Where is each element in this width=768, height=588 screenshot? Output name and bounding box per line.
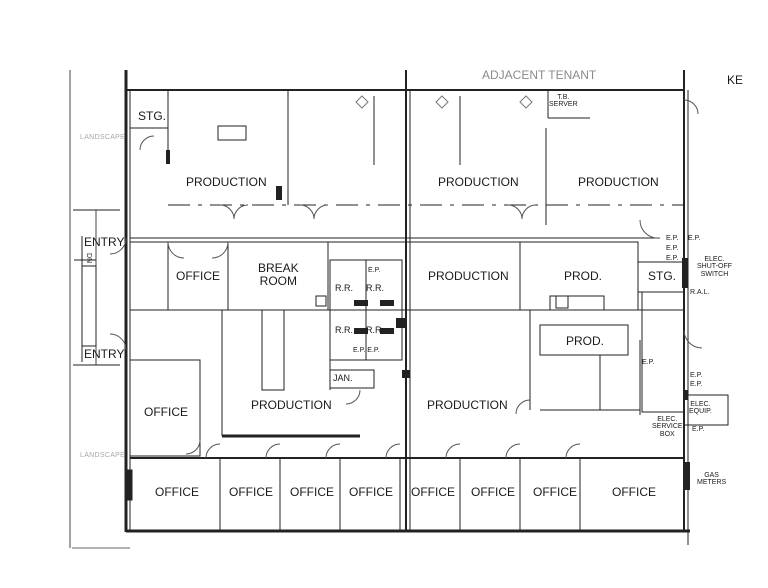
room-jan: JAN.	[333, 373, 353, 383]
ep-right-5: E.P.	[690, 372, 703, 379]
room-stg-top-left: STG.	[138, 109, 167, 123]
room-office-bottom-7: OFFICE	[533, 485, 577, 499]
gas-meters: GAS METERS	[697, 472, 727, 487]
room-break-room: BREAK ROOM	[258, 261, 299, 288]
room-production-top-mid: PRODUCTION	[438, 175, 519, 189]
room-office-bottom-1: OFFICE	[155, 485, 199, 499]
room-production-mid: PRODUCTION	[428, 269, 509, 283]
entry-label-top: ENTRY	[84, 235, 125, 249]
room-office-bottom-3: OFFICE	[290, 485, 334, 499]
adjacent-tenant-label: ADJACENT TENANT	[482, 68, 597, 82]
elec-equip: ELEC. EQUIP.	[689, 401, 712, 416]
room-office-left: OFFICE	[176, 269, 220, 283]
landscape-label-top: LANDSCAPE	[80, 134, 126, 141]
key-label: KE	[727, 73, 744, 87]
room-prod-1: PROD.	[564, 269, 603, 283]
room-office-lower-left: OFFICE	[144, 405, 188, 419]
room-office-bottom-4: OFFICE	[349, 485, 393, 499]
ep-right-4: E.P.	[666, 255, 679, 262]
landscape-label-bottom: LANDSCAPE	[80, 452, 126, 459]
room-production-lower-left: PRODUCTION	[251, 398, 332, 412]
elec-service-box: ELEC. SERVICE BOX	[652, 416, 683, 438]
room-office-bottom-6: OFFICE	[471, 485, 515, 499]
ep-right-6: E.P.	[690, 381, 703, 388]
room-production-lower-mid: PRODUCTION	[427, 398, 508, 412]
room-rr-1: R.R.	[335, 283, 353, 293]
room-rr-4: R.R.	[366, 325, 384, 335]
room-office-bottom-8: OFFICE	[612, 485, 656, 499]
ep-rr-top: E.P.	[368, 267, 381, 274]
ep-right-3: E.P.	[666, 245, 679, 252]
ep-rr-bottom: E.P. E.P.	[353, 347, 380, 354]
room-rr-2: R.R.	[366, 283, 384, 293]
entry-label-bottom: ENTRY	[84, 347, 125, 361]
room-tb-server: T.B. SERVER	[549, 94, 578, 109]
ep-right-2: E.P.	[688, 235, 701, 242]
ep-prod: E.P.	[642, 359, 655, 366]
room-prod-2: PROD.	[566, 334, 605, 348]
room-rr-3: R.R.	[335, 325, 353, 335]
elec-shutoff-switch: ELEC. SHUT-OFF SWITCH	[697, 256, 732, 278]
room-stg-right: STG.	[648, 269, 677, 283]
room-production-top-left: PRODUCTION	[186, 175, 267, 189]
ral-label: R.A.L.	[690, 289, 710, 296]
side-mark-label: DN	[85, 253, 92, 264]
ep-equip: E.P.	[692, 426, 705, 433]
room-office-bottom-2: OFFICE	[229, 485, 273, 499]
room-production-top-right: PRODUCTION	[578, 175, 659, 189]
ep-right-1: E.P.	[666, 235, 679, 242]
room-office-bottom-5: OFFICE	[411, 485, 455, 499]
